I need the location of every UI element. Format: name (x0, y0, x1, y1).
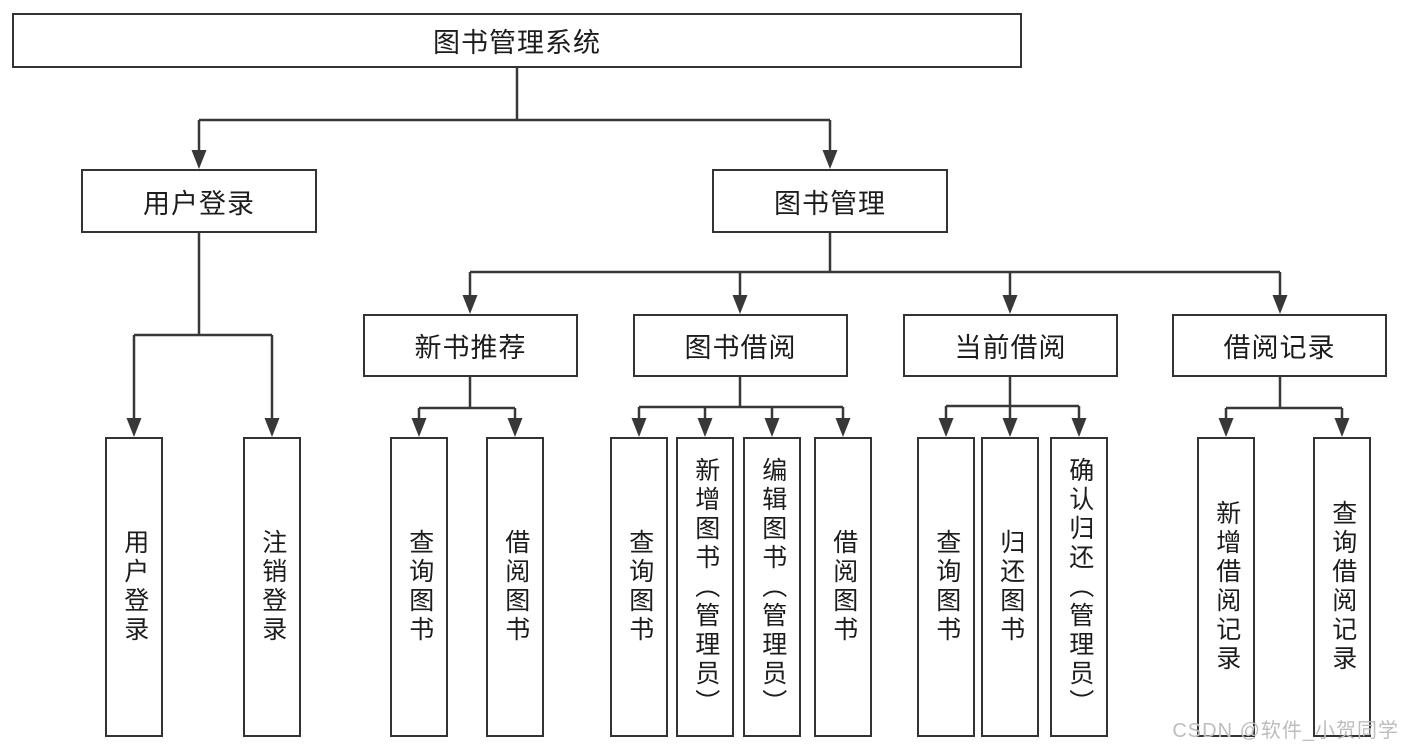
leaf-query-borrow-record-label: 查询借阅记录 (1328, 500, 1357, 674)
leaf-add-borrow-record-label: 新增借阅记录 (1212, 500, 1241, 674)
leaf-borrow-books: 借阅图书 (814, 437, 872, 737)
node-user-login-label: 用户登录 (143, 188, 255, 219)
node-library-system: 图书管理系统 (12, 13, 1022, 68)
leaf-borrow-books-label: 借阅图书 (829, 529, 858, 645)
node-book-borrowing-label: 图书借阅 (684, 333, 797, 363)
leaf-query-books-recommend: 查询图书 (390, 437, 448, 737)
node-user-login: 用户登录 (81, 169, 317, 233)
leaf-borrow-books-recommend-label: 借阅图书 (501, 529, 530, 645)
leaf-logout: 注销登录 (243, 437, 301, 737)
leaf-add-books-admin: 新增图书（管理员） (676, 437, 734, 737)
leaf-query-books-borrowing-label: 查询图书 (625, 529, 654, 645)
leaf-add-borrow-record: 新增借阅记录 (1197, 437, 1255, 737)
node-current-borrowing: 当前借阅 (903, 314, 1118, 377)
leaf-borrow-books-recommend: 借阅图书 (486, 437, 544, 737)
leaf-query-borrow-record: 查询借阅记录 (1313, 437, 1371, 737)
leaf-edit-books-admin: 编辑图书（管理员） (743, 437, 801, 737)
watermark-text: CSDN @软件_小贺同学 (1172, 720, 1399, 742)
leaf-query-books-current-label: 查询图书 (932, 529, 961, 645)
node-new-book-recommend: 新书推荐 (363, 314, 578, 377)
node-new-book-recommend-label: 新书推荐 (414, 333, 527, 363)
leaf-user-login-label: 用户登录 (120, 529, 149, 645)
leaf-edit-books-admin-label: 编辑图书（管理员） (758, 456, 787, 718)
leaf-return-books-label: 归还图书 (996, 529, 1025, 645)
leaf-confirm-return-admin: 确认归还（管理员） (1050, 437, 1108, 737)
leaf-query-books-borrowing: 查询图书 (610, 437, 668, 737)
leaf-logout-label: 注销登录 (258, 529, 287, 645)
leaf-user-login: 用户登录 (105, 437, 163, 737)
leaf-query-books-current: 查询图书 (917, 437, 975, 737)
leaf-add-books-admin-label: 新增图书（管理员） (691, 456, 720, 718)
node-book-management-label: 图书管理 (774, 188, 886, 219)
node-borrowing-records: 借阅记录 (1172, 314, 1387, 377)
node-borrowing-records-label: 借阅记录 (1223, 333, 1336, 363)
leaf-query-books-recommend-label: 查询图书 (405, 529, 434, 645)
node-book-borrowing: 图书借阅 (633, 314, 848, 377)
node-book-management: 图书管理 (712, 169, 948, 233)
node-current-borrowing-label: 当前借阅 (954, 333, 1067, 363)
node-library-system-label: 图书管理系统 (433, 28, 601, 58)
leaf-return-books: 归还图书 (981, 437, 1039, 737)
leaf-confirm-return-admin-label: 确认归还（管理员） (1065, 456, 1094, 718)
